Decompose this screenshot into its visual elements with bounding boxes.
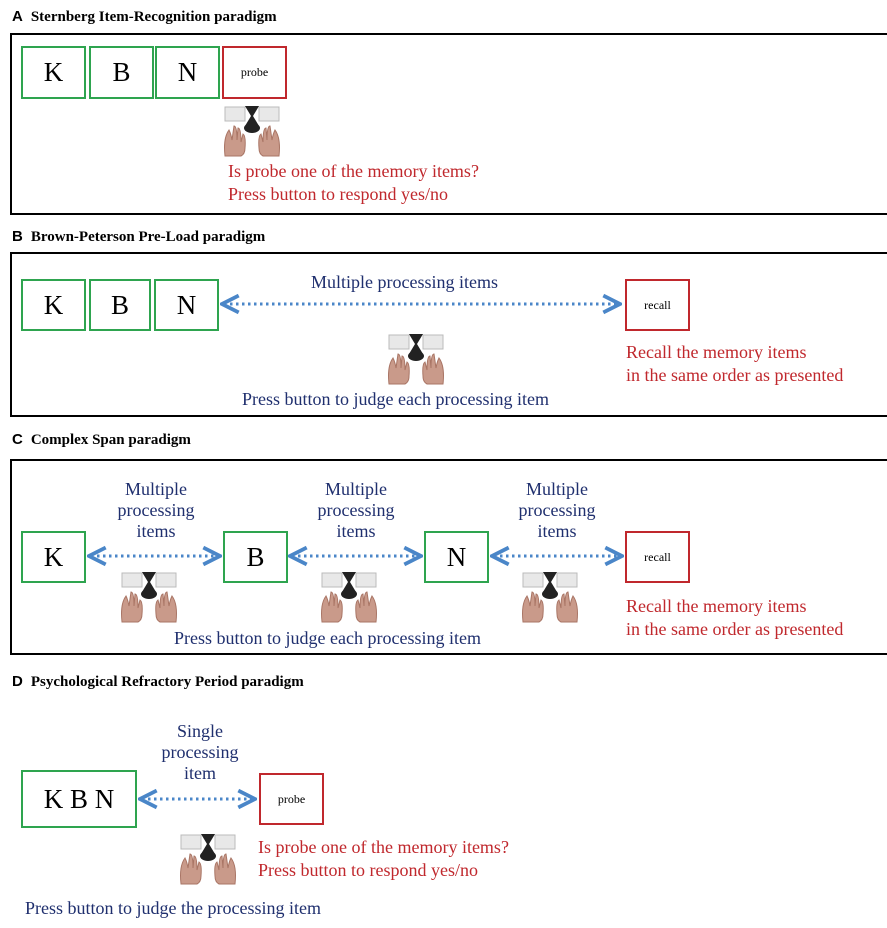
judge-instruction: Press button to judge the processing ite… <box>25 898 321 918</box>
panel-a-letter: A <box>12 8 23 25</box>
respond-instruction: Press button to respond yes/no <box>228 184 448 204</box>
hands-on-button-box-with-hourglass-icon <box>388 334 444 385</box>
memory-item-b: B <box>89 279 151 331</box>
memory-item-b: B <box>223 531 288 583</box>
recall-instruction: Recall the memory items <box>626 342 807 362</box>
panel-b-box <box>10 252 887 417</box>
probe-box: probe <box>222 46 287 99</box>
processing-line-1: Multiple <box>526 479 588 499</box>
recall-box: recall <box>625 531 690 583</box>
processing-line-2: processing <box>317 500 395 520</box>
probe-box: probe <box>259 773 324 825</box>
recall-order-instruction: in the same order as presented <box>626 619 844 639</box>
probe-question: Is probe one of the memory items? <box>258 837 509 857</box>
judge-instruction: Press button to judge each processing it… <box>174 628 481 648</box>
memory-item-b: B <box>89 46 154 99</box>
panel-a-title-text: Sternberg Item-Recognition paradigm <box>30 9 277 25</box>
memory-item-k: K <box>21 279 86 331</box>
panel-c-box <box>10 459 887 655</box>
recall-box: recall <box>625 279 690 331</box>
processing-line-2: processing <box>117 500 195 520</box>
panel-b-letter: B <box>12 228 23 245</box>
memory-item-k: K <box>21 531 86 583</box>
processing-line-3: items <box>136 521 176 541</box>
panel-d-letter: D <box>12 673 23 690</box>
hands-on-button-box-with-hourglass-icon <box>224 106 280 157</box>
processing-line-3: item <box>184 763 216 783</box>
panel-c-title-text: Complex Span paradigm <box>30 432 191 448</box>
panel-b-title: B Brown-Peterson Pre-Load paradigm <box>12 228 265 246</box>
processing-label: Single processing item <box>150 721 250 784</box>
panel-a-box <box>10 33 887 215</box>
processing-label-1: Multiple processing items <box>106 479 206 542</box>
processing-label: Multiple processing items <box>311 272 498 292</box>
processing-label-2: Multiple processing items <box>306 479 406 542</box>
processing-line-3: items <box>336 521 376 541</box>
recall-order-instruction: in the same order as presented <box>626 365 844 385</box>
memory-item-group: K B N <box>21 770 137 828</box>
judge-instruction: Press button to judge each processing it… <box>242 389 549 409</box>
processing-line-1: Multiple <box>325 479 387 499</box>
panel-b-title-text: Brown-Peterson Pre-Load paradigm <box>30 229 266 245</box>
hands-on-button-box-with-hourglass-icon <box>321 572 377 623</box>
processing-line-3: items <box>537 521 577 541</box>
recall-instruction: Recall the memory items <box>626 596 807 616</box>
panel-d-title-text: Psychological Refractory Period paradigm <box>30 674 304 690</box>
processing-line-2: processing <box>518 500 596 520</box>
hands-on-button-box-with-hourglass-icon <box>121 572 177 623</box>
processing-line-2: processing <box>161 742 239 762</box>
panel-a-title: A Sternberg Item-Recognition paradigm <box>12 8 277 26</box>
panel-c-letter: C <box>12 431 23 448</box>
hands-on-button-box-with-hourglass-icon <box>522 572 578 623</box>
respond-instruction: Press button to respond yes/no <box>258 860 478 880</box>
memory-item-k: K <box>21 46 86 99</box>
memory-item-n: N <box>154 279 219 331</box>
processing-line-1: Multiple <box>125 479 187 499</box>
memory-item-n: N <box>424 531 489 583</box>
memory-item-n: N <box>155 46 220 99</box>
panel-c-title: C Complex Span paradigm <box>12 431 191 449</box>
hands-on-button-box-with-hourglass-icon <box>180 834 236 885</box>
processing-label-3: Multiple processing items <box>507 479 607 542</box>
processing-line-1: Single <box>176 721 223 741</box>
panel-d-title: D Psychological Refractory Period paradig… <box>12 673 304 691</box>
probe-question: Is probe one of the memory items? <box>228 161 479 181</box>
